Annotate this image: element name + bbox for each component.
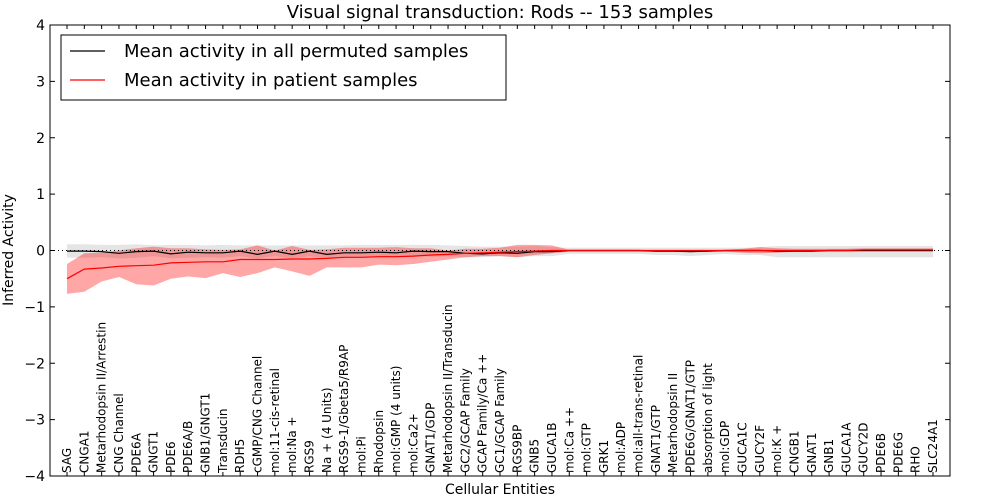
x-tick-label: mol:Pi xyxy=(354,436,368,473)
x-tick-label: GNAT1 xyxy=(805,432,819,473)
x-tick-label: CNGA1 xyxy=(77,431,91,474)
x-tick-label: RHO xyxy=(909,446,923,473)
y-tick-label: 1 xyxy=(36,187,45,203)
x-tick-label: cGMP/CNG Channel xyxy=(251,356,265,473)
legend: Mean activity in all permuted samplesMea… xyxy=(60,34,507,101)
legend-box xyxy=(60,34,507,101)
x-tick-label: mol:all-trans-retinal xyxy=(632,355,646,473)
x-tick-label: mol:GMP (4 units) xyxy=(389,366,403,473)
x-tick-label: GUCA1B xyxy=(545,422,559,473)
x-tick-label: Transducin xyxy=(216,409,230,474)
x-tick-label: GNB1 xyxy=(822,439,836,473)
x-tick-label: mol:Na + xyxy=(285,416,299,473)
x-tick-label: absorption of light xyxy=(701,363,715,473)
x-tick-label: GNAT1/GTP xyxy=(649,405,663,473)
legend-label: Mean activity in patient samples xyxy=(124,70,418,91)
y-tick-label: −3 xyxy=(24,413,45,429)
series-1-band xyxy=(67,244,933,294)
x-tick-label: SLC24A1 xyxy=(926,419,940,473)
x-tick-label: Metarhodopsin II/Arrestin xyxy=(95,322,109,473)
y-tick-label: −2 xyxy=(24,356,45,372)
x-tick-label: SAG xyxy=(60,448,74,473)
x-tick-label: GNB5 xyxy=(528,439,542,473)
y-tick-label: 0 xyxy=(36,244,45,260)
x-tick-label: Metarhodopsin II xyxy=(666,373,680,473)
legend-label: Mean activity in all permuted samples xyxy=(124,41,468,62)
x-tick-label: GUCY2F xyxy=(753,425,767,473)
x-tick-label: GUCA1A xyxy=(839,422,853,473)
x-tick-label: Metarhodopsin II/Transducin xyxy=(441,304,455,473)
y-axis: −4 −3 −2 −1 0 1 2 3 4 xyxy=(24,18,950,485)
x-tick-label: GUCY2D xyxy=(857,423,871,473)
x-tick-label: mol:11-cis-retinal xyxy=(268,368,282,473)
x-tick-label: GC1/GCAP Family xyxy=(493,368,507,473)
x-tick-label: RGS9BP xyxy=(510,425,524,473)
x-tick-label: GNGT1 xyxy=(147,431,161,473)
y-axis-label: Inferred Activity xyxy=(1,194,17,306)
series-1-line xyxy=(66,249,933,280)
x-tick-label: mol:Ca2+ xyxy=(406,413,420,473)
x-tick-label: Rhodopsin xyxy=(372,410,386,473)
y-tick-label: 3 xyxy=(36,74,45,90)
x-tick-label: PDE6G/GNAT1/GTP xyxy=(684,360,698,473)
chart-title: Visual signal transduction: Rods -- 153 … xyxy=(287,2,714,23)
x-tick-label: PDE6 xyxy=(164,441,178,473)
x-tick-label: mol:ADP xyxy=(614,422,628,473)
x-tick-label: GCAP Family/Ca ++ xyxy=(476,354,490,473)
y-tick-label: 2 xyxy=(36,131,45,147)
x-tick-label: PDE6G xyxy=(891,432,905,473)
x-tick-label: mol:Ca ++ xyxy=(562,407,576,473)
x-tick-label: PDE6A xyxy=(129,432,143,473)
x-axis-label: Cellular Entities xyxy=(445,482,555,498)
x-tick-label: GUCA1C xyxy=(736,422,750,473)
y-tick-label: 4 xyxy=(36,18,45,34)
x-tick-label: PDE6A/B xyxy=(181,421,195,473)
y-tick-label: −4 xyxy=(24,469,45,485)
y-tick-label: −1 xyxy=(24,300,45,316)
x-tick-label: PDE6B xyxy=(874,433,888,473)
x-tick-label: mol:GTP xyxy=(580,423,594,473)
plot-area xyxy=(50,244,950,294)
series-0-band xyxy=(67,244,933,259)
x-tick-label: CNG Channel xyxy=(112,393,126,473)
x-tick-label: CNGB1 xyxy=(787,430,801,473)
x-tick-label: GRK1 xyxy=(597,440,611,473)
x-tick-label: mol:GDP xyxy=(718,421,732,473)
x-tick-label: mol:K + xyxy=(770,425,784,473)
x-tick-label: RGS9-1/Gbeta5/R9AP xyxy=(337,345,351,473)
x-tick-label: GC2/GCAP Family xyxy=(458,368,472,473)
x-tick-label: GNB1/GNGT1 xyxy=(199,393,213,473)
x-tick-label: RDH5 xyxy=(233,439,247,473)
x-tick-label: RGS9 xyxy=(303,440,317,473)
x-tick-label: GNAT1/GDP xyxy=(424,403,438,473)
x-tick-label: Na + (4 Units) xyxy=(320,387,334,473)
